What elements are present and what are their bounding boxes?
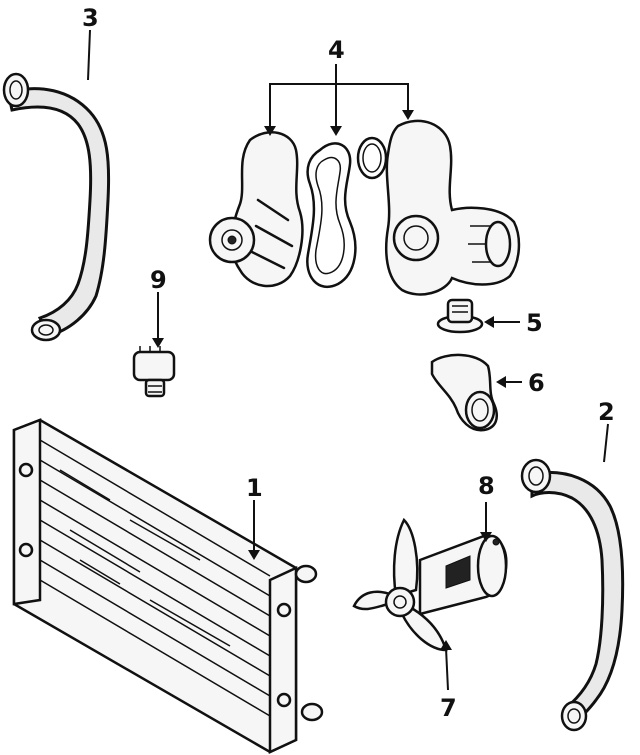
callout-9: 9 [150,266,167,294]
temp-sensor-part-9 [132,346,176,398]
thermostat-housing-part-6 [430,353,498,432]
callout-7: 7 [440,694,457,722]
leader-7 [445,647,449,691]
callout-3: 3 [82,4,99,32]
lower-hose-part-2 [520,458,625,732]
callout-6: 6 [528,369,545,397]
fan-blade-part-7 [352,517,448,652]
water-pump-part-4 [208,119,521,296]
fan-motor-part-8 [418,534,508,616]
leader-2 [603,423,609,463]
thermostat-part-5 [436,298,484,334]
upper-hose-part-3 [2,72,111,342]
callout-2: 2 [598,398,615,426]
leader-4-bracket [269,83,409,128]
callout-1: 1 [246,474,263,502]
leader-3 [87,29,91,81]
callout-8: 8 [478,472,495,500]
radiator-part-1 [12,418,324,754]
callout-5: 5 [526,309,543,337]
callout-4: 4 [328,36,345,64]
